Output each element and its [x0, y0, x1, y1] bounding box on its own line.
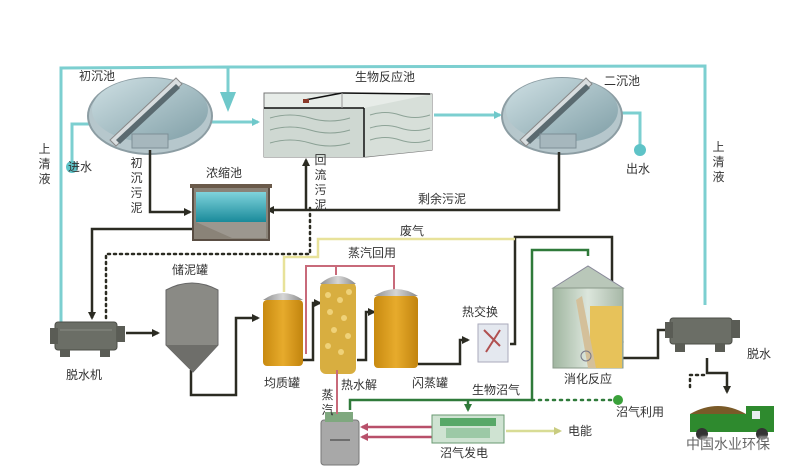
steam-boiler: [320, 412, 360, 466]
label-secondary-clarifier: 二沉池: [604, 74, 641, 88]
dotted-return-lines: [104, 206, 706, 390]
label-primary-clarifier: 初沉池: [79, 69, 116, 83]
supernatant-return-line: [59, 64, 707, 338]
label-flash-tank: 闪蒸罐: [412, 376, 449, 390]
sludge-storage-tank: [165, 282, 219, 373]
digestion-reactor: [551, 265, 625, 369]
biogas-utilization-point: [613, 395, 623, 405]
watermark: 中国水业环保: [686, 437, 770, 453]
influent-point: [66, 161, 78, 173]
flash-tank: [374, 289, 418, 368]
label-dewatering: 脱水: [747, 347, 772, 361]
thermal-hydrolysis-tank: [320, 276, 356, 374]
label-primary-sludge: 初沉污泥: [130, 156, 143, 215]
steam-reuse-line: [305, 265, 395, 354]
secondary-clarifier: [501, 77, 623, 155]
supernatant-arrow-down: [220, 92, 236, 112]
label-digestion-reactor: 消化反应: [564, 372, 613, 386]
label-dewatering-machine: 脱水机: [66, 368, 103, 382]
label-thermal-hydrolysis: 热水解: [341, 378, 378, 392]
sludge-truck: [690, 406, 774, 440]
label-effluent: 出水: [626, 162, 651, 176]
thickener-tank: [190, 184, 272, 241]
label-steam-reuse: 蒸汽回用: [348, 246, 397, 260]
label-influent: 进水: [68, 160, 93, 174]
bio-reactor-tank: [263, 92, 433, 158]
label-biogas-power: 沼气发电: [440, 446, 489, 460]
dewatering-machine-left: [50, 321, 125, 357]
label-waste-gas: 废气: [400, 224, 425, 238]
label-heat-exchange: 热交换: [462, 305, 499, 319]
label-supernatant-left: 上清液: [38, 142, 51, 186]
biogas-lines: [348, 248, 590, 412]
label-biogas: 生物沼气: [472, 383, 521, 397]
generator-heat-lines: [360, 423, 432, 441]
dewatering-machine-right: [665, 317, 740, 352]
label-steam: 蒸汽: [321, 388, 334, 417]
label-excess-sludge: 剩余污泥: [418, 192, 467, 206]
label-homogenization-tank: 均质罐: [264, 376, 301, 390]
effluent-point: [634, 144, 646, 156]
label-supernatant-right: 上清液: [712, 140, 725, 184]
waste-gas-line: [282, 237, 515, 292]
label-sludge-storage: 储泥罐: [172, 263, 209, 277]
biogas-generator: [431, 414, 505, 444]
label-return-sludge: 回流污泥: [314, 153, 327, 212]
label-thickener: 浓缩池: [206, 166, 243, 180]
primary-clarifier: [87, 77, 213, 155]
homogenization-tank: [263, 293, 303, 366]
label-electricity: 电能: [568, 424, 593, 438]
heat-exchanger: [477, 323, 509, 363]
label-bio-reactor: 生物反应池: [355, 70, 416, 84]
label-biogas-utilization: 沼气利用: [616, 405, 665, 419]
